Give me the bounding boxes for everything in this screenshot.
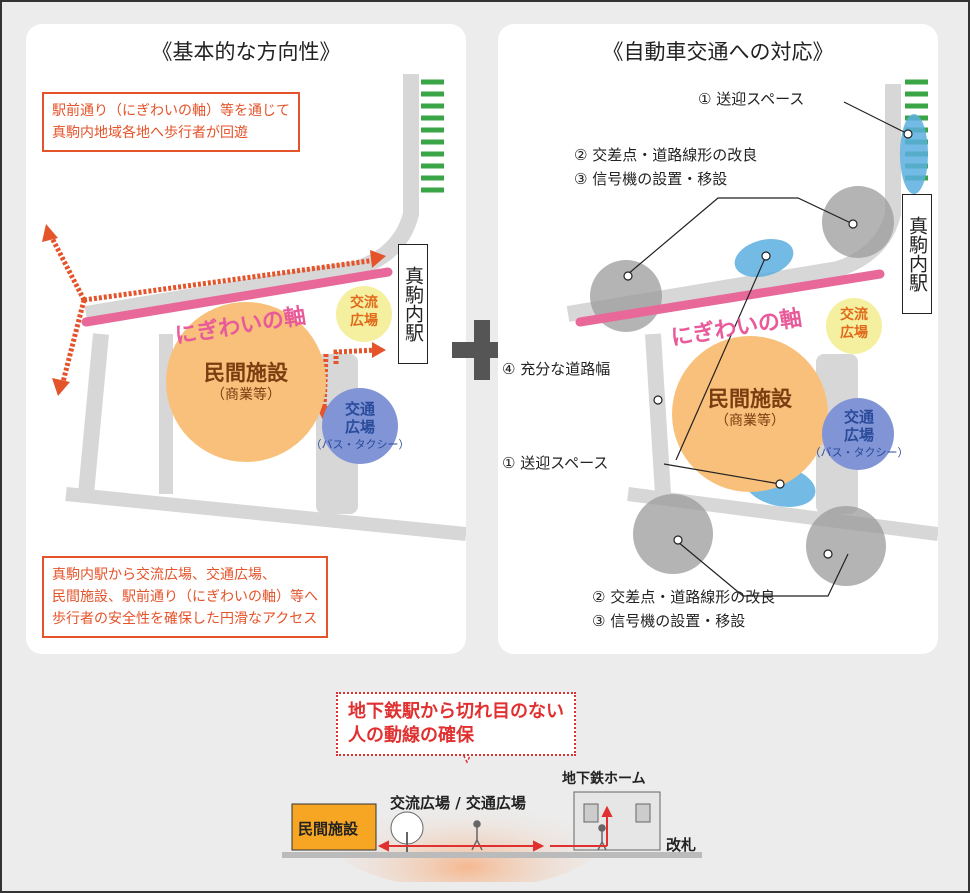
callout-top-line-1: 駅前通り（にぎわいの軸）等を通じて [52,103,290,119]
tree-icon [390,811,424,852]
transport-plaza-line-1: 交通 [344,400,375,418]
cross-section-drawing [282,741,702,882]
left-map-drawing [42,74,466,541]
nigiwai-axis-line [575,269,885,327]
transport-plaza-line-2: 広場 [843,426,874,444]
transport-plaza-line-2: 広場 [344,418,375,436]
private-facility-sub: （商業等） [211,387,281,403]
transport-plaza-label: 交通 広場 （バス・タクシー） [308,400,412,454]
ground-line [282,852,702,858]
exchange-plaza-line-1: 交流 [840,307,868,323]
exchange-plaza-line-2: 広場 [840,325,868,341]
exchange-plaza-label: 交流 広場 [828,306,880,342]
road-south [65,487,466,541]
facility-label: 民間施設 [298,820,359,838]
callout-line-2: 人の動線の確保 [348,725,474,746]
label-signal-top: ③ 信号機の設置・移設 [574,170,728,188]
callout-bottom: 真駒内駅から交流広場、交通広場、 民間施設、駅前通り（にぎわいの軸）等へ 歩行者… [42,556,328,638]
label-intersection-top: ② 交差点・道路線形の改良 [574,146,758,164]
label-pickup-top: ① 送迎スペース [698,90,805,108]
label-signal-bottom: ③ 信号機の設置・移設 [592,612,746,630]
intersection-circle [806,506,886,586]
right-map-drawing [566,79,938,597]
label-intersection-bottom: ② 交差点・道路線形の改良 [592,588,776,606]
transport-plaza-sub: （バス・タクシー） [310,438,410,451]
station-label: 真駒内駅 [398,244,428,364]
exchange-plaza-line-1: 交流 [350,295,378,311]
road-main-curve [84,74,419,322]
plaza-label: 交流広場 / 交通広場 [390,794,526,812]
panel-basic-direction: 《基本的な方向性》 駅前通り（にぎわいの軸）等を通じて 真駒内地域各地へ歩行者が… [26,24,466,654]
exchange-plaza-line-2: 広場 [350,313,378,329]
panel-vehicle-traffic: 《自動車交通への対応》 ① 送迎スペース ② 交差点・道路線形の改良 ③ 信号機… [498,24,938,654]
private-facility-name: 民間施設 [204,361,288,385]
train-icon [583,803,651,823]
private-facility-label: 民間施設 （商業等） [176,360,316,404]
callout-bottom-line-2: 民間施設、駅前通り（にぎわいの軸）等へ [52,589,318,605]
callout-top: 駅前通り（にぎわいの軸）等を通じて 真駒内地域各地へ歩行者が回遊 [42,92,300,152]
station-label: 真駒内駅 [902,194,932,314]
road-center-west [645,333,671,495]
leader-dots [623,129,913,559]
private-facility-circle [166,302,326,462]
exchange-plaza-circle [826,298,882,354]
left-panel-title: 《基本的な方向性》 [151,40,341,64]
intersection-circle [633,494,713,574]
callout-line-1: 地下鉄駅から切れ目のない [348,701,564,722]
label-pickup-bottom: ① 送迎スペース [502,454,609,472]
private-facility-label: 民間施設 （商業等） [680,386,820,430]
right-panel-title: 《自動車交通への対応》 [602,40,834,64]
transport-plaza-sub: （バス・タクシー） [809,446,909,459]
facility-block [291,803,377,851]
platform-label: 地下鉄ホーム [562,771,646,787]
callout-top-line-2: 真駒内地域各地へ歩行者が回遊 [52,125,248,141]
station-track-marks [421,79,444,193]
exchange-plaza-circle [336,286,392,342]
private-facility-name: 民間施設 [708,387,792,411]
seamless-flow-callout: 地下鉄駅から切れ目のない 人の動線の確保 [336,692,576,756]
plus-icon [452,320,512,380]
pickup-space [900,114,928,194]
intersection-circle [822,186,894,258]
callout-bottom-line-3: 歩行者の安全性を確保した円滑なアクセス [52,611,318,627]
transport-plaza-circle [822,398,894,470]
private-facility-circle [672,336,828,492]
pedestrian-icon [471,820,607,851]
transport-plaza-label: 交通 広場 （バス・タクシー） [804,408,914,462]
transport-plaza-line-1: 交通 [843,408,874,426]
flow-arrows [377,805,613,852]
callout-bottom-line-1: 真駒内駅から交流広場、交通広場、 [52,567,276,583]
transport-plaza-circle [322,388,398,464]
nigiwai-axis-line [81,267,393,327]
pedestrian-flow-arrows [47,232,377,413]
private-facility-sub: （商業等） [715,413,785,429]
label-road-width: ④ 充分な道路幅 [502,360,611,378]
gate-label: 改札 [666,836,697,854]
road-west [78,333,109,495]
cross-section-diagram: 地下鉄駅から切れ目のない 人の動線の確保 民間施設 交流広場 / 交通広場 地下… [262,692,712,882]
exchange-plaza-label: 交流 広場 [338,294,390,330]
leader-lines [627,101,909,597]
